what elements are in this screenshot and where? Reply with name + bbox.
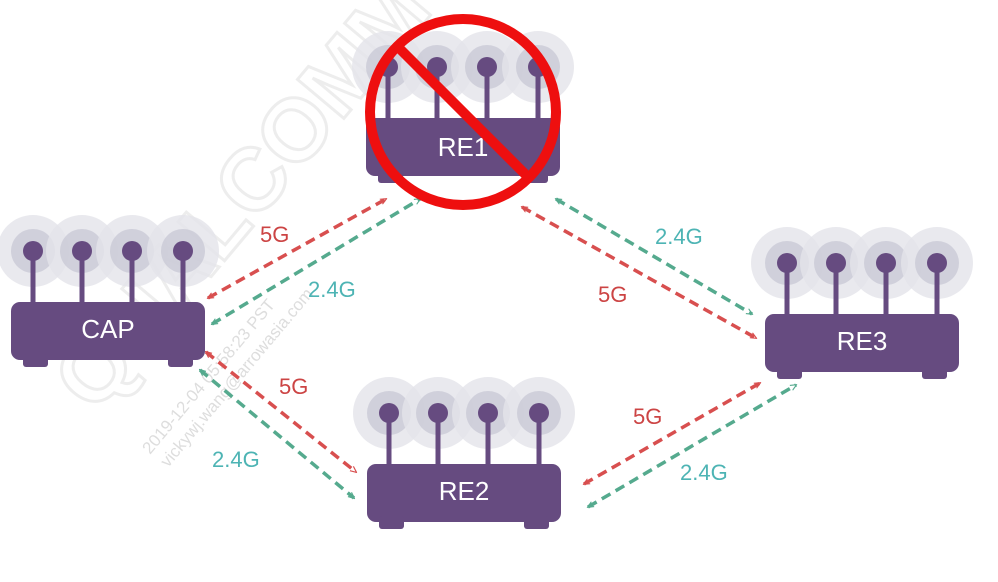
router-label-re2: RE2 bbox=[439, 476, 490, 506]
label-cap-re2-24g: 2.4G bbox=[212, 447, 260, 472]
link-re2-re3-5g bbox=[584, 381, 760, 486]
router-label-re3: RE3 bbox=[837, 326, 888, 356]
router-foot-right bbox=[168, 354, 193, 367]
link-re1-re3-5g bbox=[522, 205, 756, 340]
link-cap-re2-24g bbox=[200, 368, 354, 500]
label-cap-re2-5g: 5G bbox=[279, 374, 308, 399]
router-body bbox=[367, 464, 561, 522]
link-labels: 5G 2.4G 5G 2.4G 2.4G 5G 5G 2.4G bbox=[212, 222, 728, 485]
link-re1-re3-24g bbox=[556, 197, 752, 316]
label-re2-re3-24g: 2.4G bbox=[680, 460, 728, 485]
label-cap-re1-24g: 2.4G bbox=[308, 277, 356, 302]
router-label-cap: CAP bbox=[81, 314, 134, 344]
antennas bbox=[379, 403, 549, 465]
router-label-re1: RE1 bbox=[438, 132, 489, 162]
router-foot-left bbox=[777, 366, 802, 379]
router-cap: CAP bbox=[0, 215, 219, 367]
router-foot-right bbox=[922, 366, 947, 379]
antennas bbox=[23, 241, 193, 303]
label-re2-re3-5g: 5G bbox=[633, 404, 662, 429]
router-foot-left bbox=[23, 354, 48, 367]
router-body bbox=[11, 302, 205, 360]
router-foot-left bbox=[379, 516, 404, 529]
router-foot-right bbox=[524, 516, 549, 529]
antennas bbox=[777, 253, 947, 315]
label-cap-re1-5g: 5G bbox=[260, 222, 289, 247]
links bbox=[200, 197, 796, 509]
prohibited-icon bbox=[365, 14, 561, 210]
link-cap-re1-24g bbox=[212, 197, 420, 326]
router-re3: RE3 bbox=[751, 227, 973, 379]
router-body bbox=[765, 314, 959, 372]
label-re1-re3-24g: 2.4G bbox=[655, 224, 703, 249]
link-re2-re3-24g bbox=[588, 383, 796, 509]
router-re2: RE2 bbox=[353, 377, 575, 529]
label-re1-re3-5g: 5G bbox=[598, 282, 627, 307]
